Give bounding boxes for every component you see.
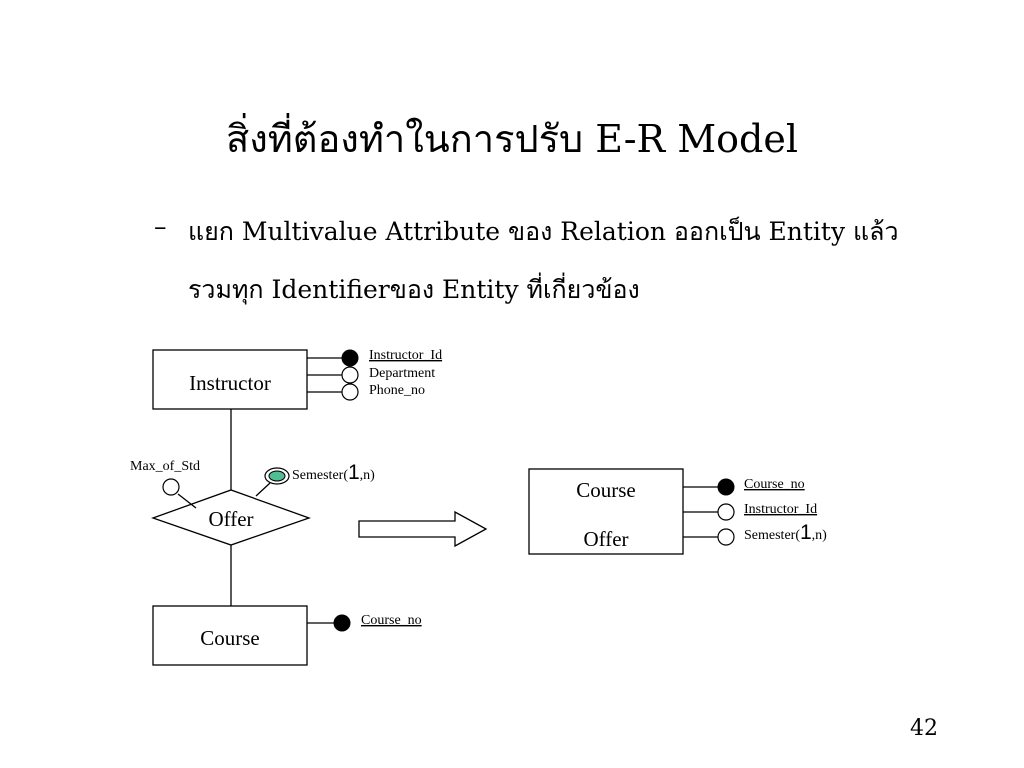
offer-relationship-label: Offer bbox=[208, 507, 253, 531]
instructor-entity-label: Instructor bbox=[189, 371, 271, 395]
offer-relationship-diamond bbox=[151, 489, 311, 546]
course-offer-semester-prefix: Semester( bbox=[744, 528, 800, 543]
transform-arrow bbox=[358, 510, 488, 548]
course-offer-semester-one: 1 bbox=[800, 521, 812, 544]
bullet-text-line-1: แยก Multivalue Attribute ของ Relation ออ… bbox=[188, 217, 899, 246]
phone-no-attribute-dot bbox=[341, 383, 359, 401]
max-of-std-label: Max_of_Std bbox=[130, 459, 200, 474]
course-offer-instructor-id-label: Instructor_Id bbox=[744, 502, 817, 517]
course-offer-instructor-id-dot bbox=[717, 503, 735, 521]
phone-no-label: Phone_no bbox=[369, 383, 425, 398]
course-offer-course-no-label: Course_no bbox=[744, 477, 805, 492]
right-er-diagram: Course Offer Course_no Instructor_Id Sem… bbox=[528, 468, 827, 555]
course-offer-semester-suffix: ,n) bbox=[812, 528, 828, 543]
instructor-id-label: Instructor_Id bbox=[369, 348, 442, 363]
course-offer-semester-label: Semester(1,n) bbox=[744, 521, 827, 544]
slide-title: สิ่งที่ต้องทำในการปรับ E-R Model bbox=[226, 117, 798, 161]
department-attribute-dot bbox=[341, 366, 359, 384]
department-label: Department bbox=[369, 366, 435, 381]
course-offer-semester-dot bbox=[717, 528, 735, 546]
course-offer-entity-box bbox=[528, 468, 684, 555]
semester-prefix: Semester( bbox=[292, 468, 348, 483]
semester-link bbox=[255, 482, 271, 497]
left-er-diagram: Instructor Instructor_Id Department Phon… bbox=[130, 348, 442, 666]
page-number: 42 bbox=[910, 716, 938, 741]
course-entity-label: Course bbox=[200, 626, 260, 650]
max-of-std-link bbox=[177, 493, 197, 509]
course-no-label: Course_no bbox=[361, 613, 422, 628]
course-offer-course-no-identifier-dot bbox=[717, 478, 735, 496]
instructor-id-identifier-dot bbox=[341, 349, 359, 367]
max-of-std-attribute-dot bbox=[162, 478, 180, 496]
semester-multivalued-label: Semester(1,n) bbox=[292, 461, 375, 484]
course-offer-entity-label-line-2: Offer bbox=[583, 527, 628, 551]
instructor-entity-box bbox=[152, 349, 308, 410]
course-entity-box bbox=[152, 605, 308, 666]
course-offer-entity-label-line-1: Course bbox=[576, 478, 636, 502]
semester-suffix: ,n) bbox=[360, 468, 376, 483]
course-no-identifier-dot bbox=[333, 614, 351, 632]
bullet-text-line-2: รวมทุก Identifierของ Entity ที่เกี่ยวข้อ… bbox=[188, 275, 640, 304]
semester-one: 1 bbox=[348, 461, 360, 484]
semester-multivalued-inner bbox=[268, 470, 286, 482]
bullet-dash: – bbox=[154, 212, 167, 241]
